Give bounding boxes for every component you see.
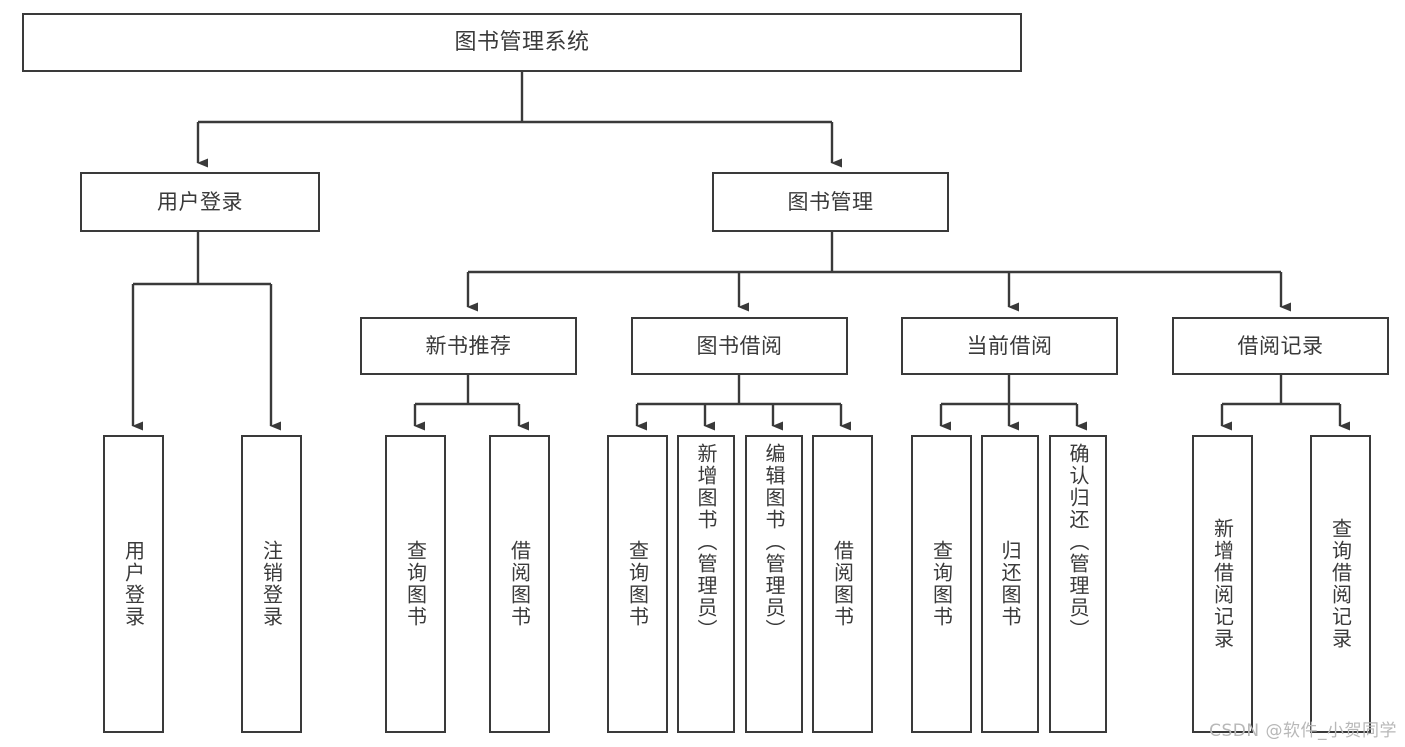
- node-book-management-system[interactable]: 图书管理系统: [22, 13, 1022, 72]
- node-label: 当前借阅: [966, 333, 1053, 358]
- node-label: 注销登录: [259, 540, 284, 628]
- node-current-borrow[interactable]: 当前借阅: [901, 317, 1118, 375]
- node-label: 新增图书（管理员）: [694, 443, 718, 641]
- node-borrow-record[interactable]: 借阅记录: [1172, 317, 1389, 375]
- node-leaf-confirm-return-admin[interactable]: 确认归还（管理员）: [1049, 435, 1107, 733]
- node-book-manage[interactable]: 图书管理: [712, 172, 949, 232]
- node-leaf-logout[interactable]: 注销登录: [241, 435, 302, 733]
- node-label: 新书推荐: [425, 333, 512, 358]
- node-label: 借阅图书: [507, 540, 532, 628]
- node-leaf-query-book-borrow[interactable]: 查询图书: [607, 435, 668, 733]
- node-label: 用户登录: [121, 540, 146, 628]
- node-leaf-edit-book-admin[interactable]: 编辑图书（管理员）: [745, 435, 803, 733]
- node-leaf-query-borrow-record[interactable]: 查询借阅记录: [1310, 435, 1371, 733]
- watermark: CSDN @软件_小贺同学: [1209, 721, 1397, 741]
- node-leaf-query-book-recommend[interactable]: 查询图书: [385, 435, 446, 733]
- node-leaf-add-book-admin[interactable]: 新增图书（管理员）: [677, 435, 735, 733]
- node-leaf-return-book[interactable]: 归还图书: [981, 435, 1039, 733]
- node-leaf-query-book-current[interactable]: 查询图书: [911, 435, 972, 733]
- node-label: 编辑图书（管理员）: [762, 443, 786, 641]
- node-label: 图书管理系统: [454, 29, 590, 55]
- node-label: 图书管理: [787, 189, 874, 214]
- node-new-book-recommend[interactable]: 新书推荐: [360, 317, 577, 375]
- node-label: 图书借阅: [696, 333, 783, 358]
- node-label: 借阅图书: [830, 540, 855, 628]
- node-label: 查询图书: [403, 540, 428, 628]
- node-label: 归还图书: [998, 540, 1022, 628]
- node-leaf-add-borrow-record[interactable]: 新增借阅记录: [1192, 435, 1253, 733]
- node-label: 用户登录: [157, 189, 243, 214]
- node-label: 查询图书: [625, 540, 650, 628]
- node-leaf-user-login[interactable]: 用户登录: [103, 435, 164, 733]
- node-label: 确认归还（管理员）: [1066, 443, 1090, 641]
- node-book-borrow[interactable]: 图书借阅: [631, 317, 848, 375]
- node-label: 查询图书: [929, 540, 954, 628]
- node-leaf-borrow-book-recommend[interactable]: 借阅图书: [489, 435, 550, 733]
- node-label: 借阅记录: [1237, 333, 1324, 358]
- node-label: 查询借阅记录: [1328, 518, 1353, 650]
- node-user-login[interactable]: 用户登录: [80, 172, 320, 232]
- node-leaf-borrow-book[interactable]: 借阅图书: [812, 435, 873, 733]
- node-label: 新增借阅记录: [1210, 518, 1235, 650]
